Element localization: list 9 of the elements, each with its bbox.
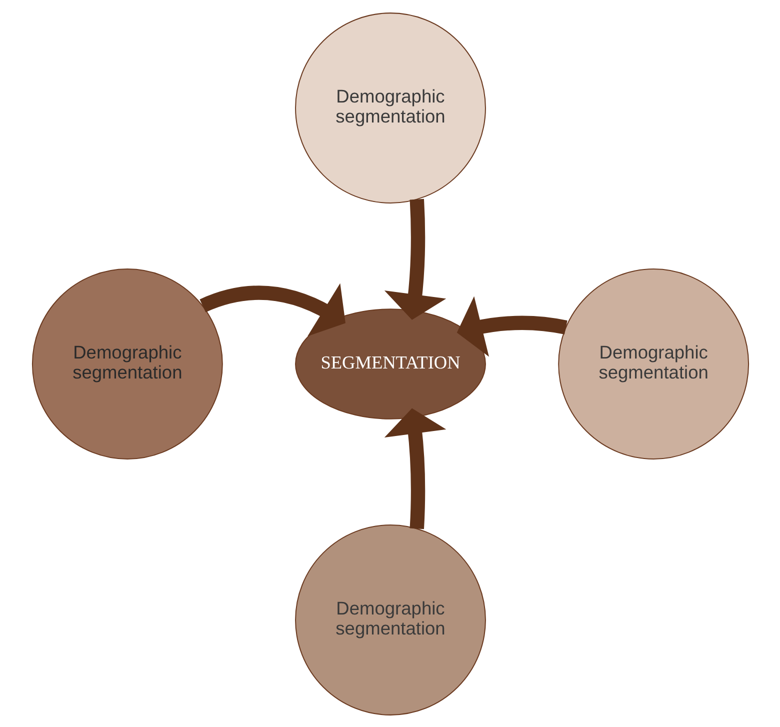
arrow (456, 296, 567, 356)
arrow (384, 198, 446, 320)
arrow (199, 282, 345, 336)
node-circle: Demographic segmentation (31, 268, 222, 459)
arrow (384, 408, 446, 529)
node-circle: Demographic segmentation (294, 12, 486, 204)
node-circle: Demographic segmentation (558, 268, 749, 459)
node-circle: Demographic segmentation (294, 524, 486, 715)
node-ellipse: SEGMENTATION (294, 308, 486, 419)
